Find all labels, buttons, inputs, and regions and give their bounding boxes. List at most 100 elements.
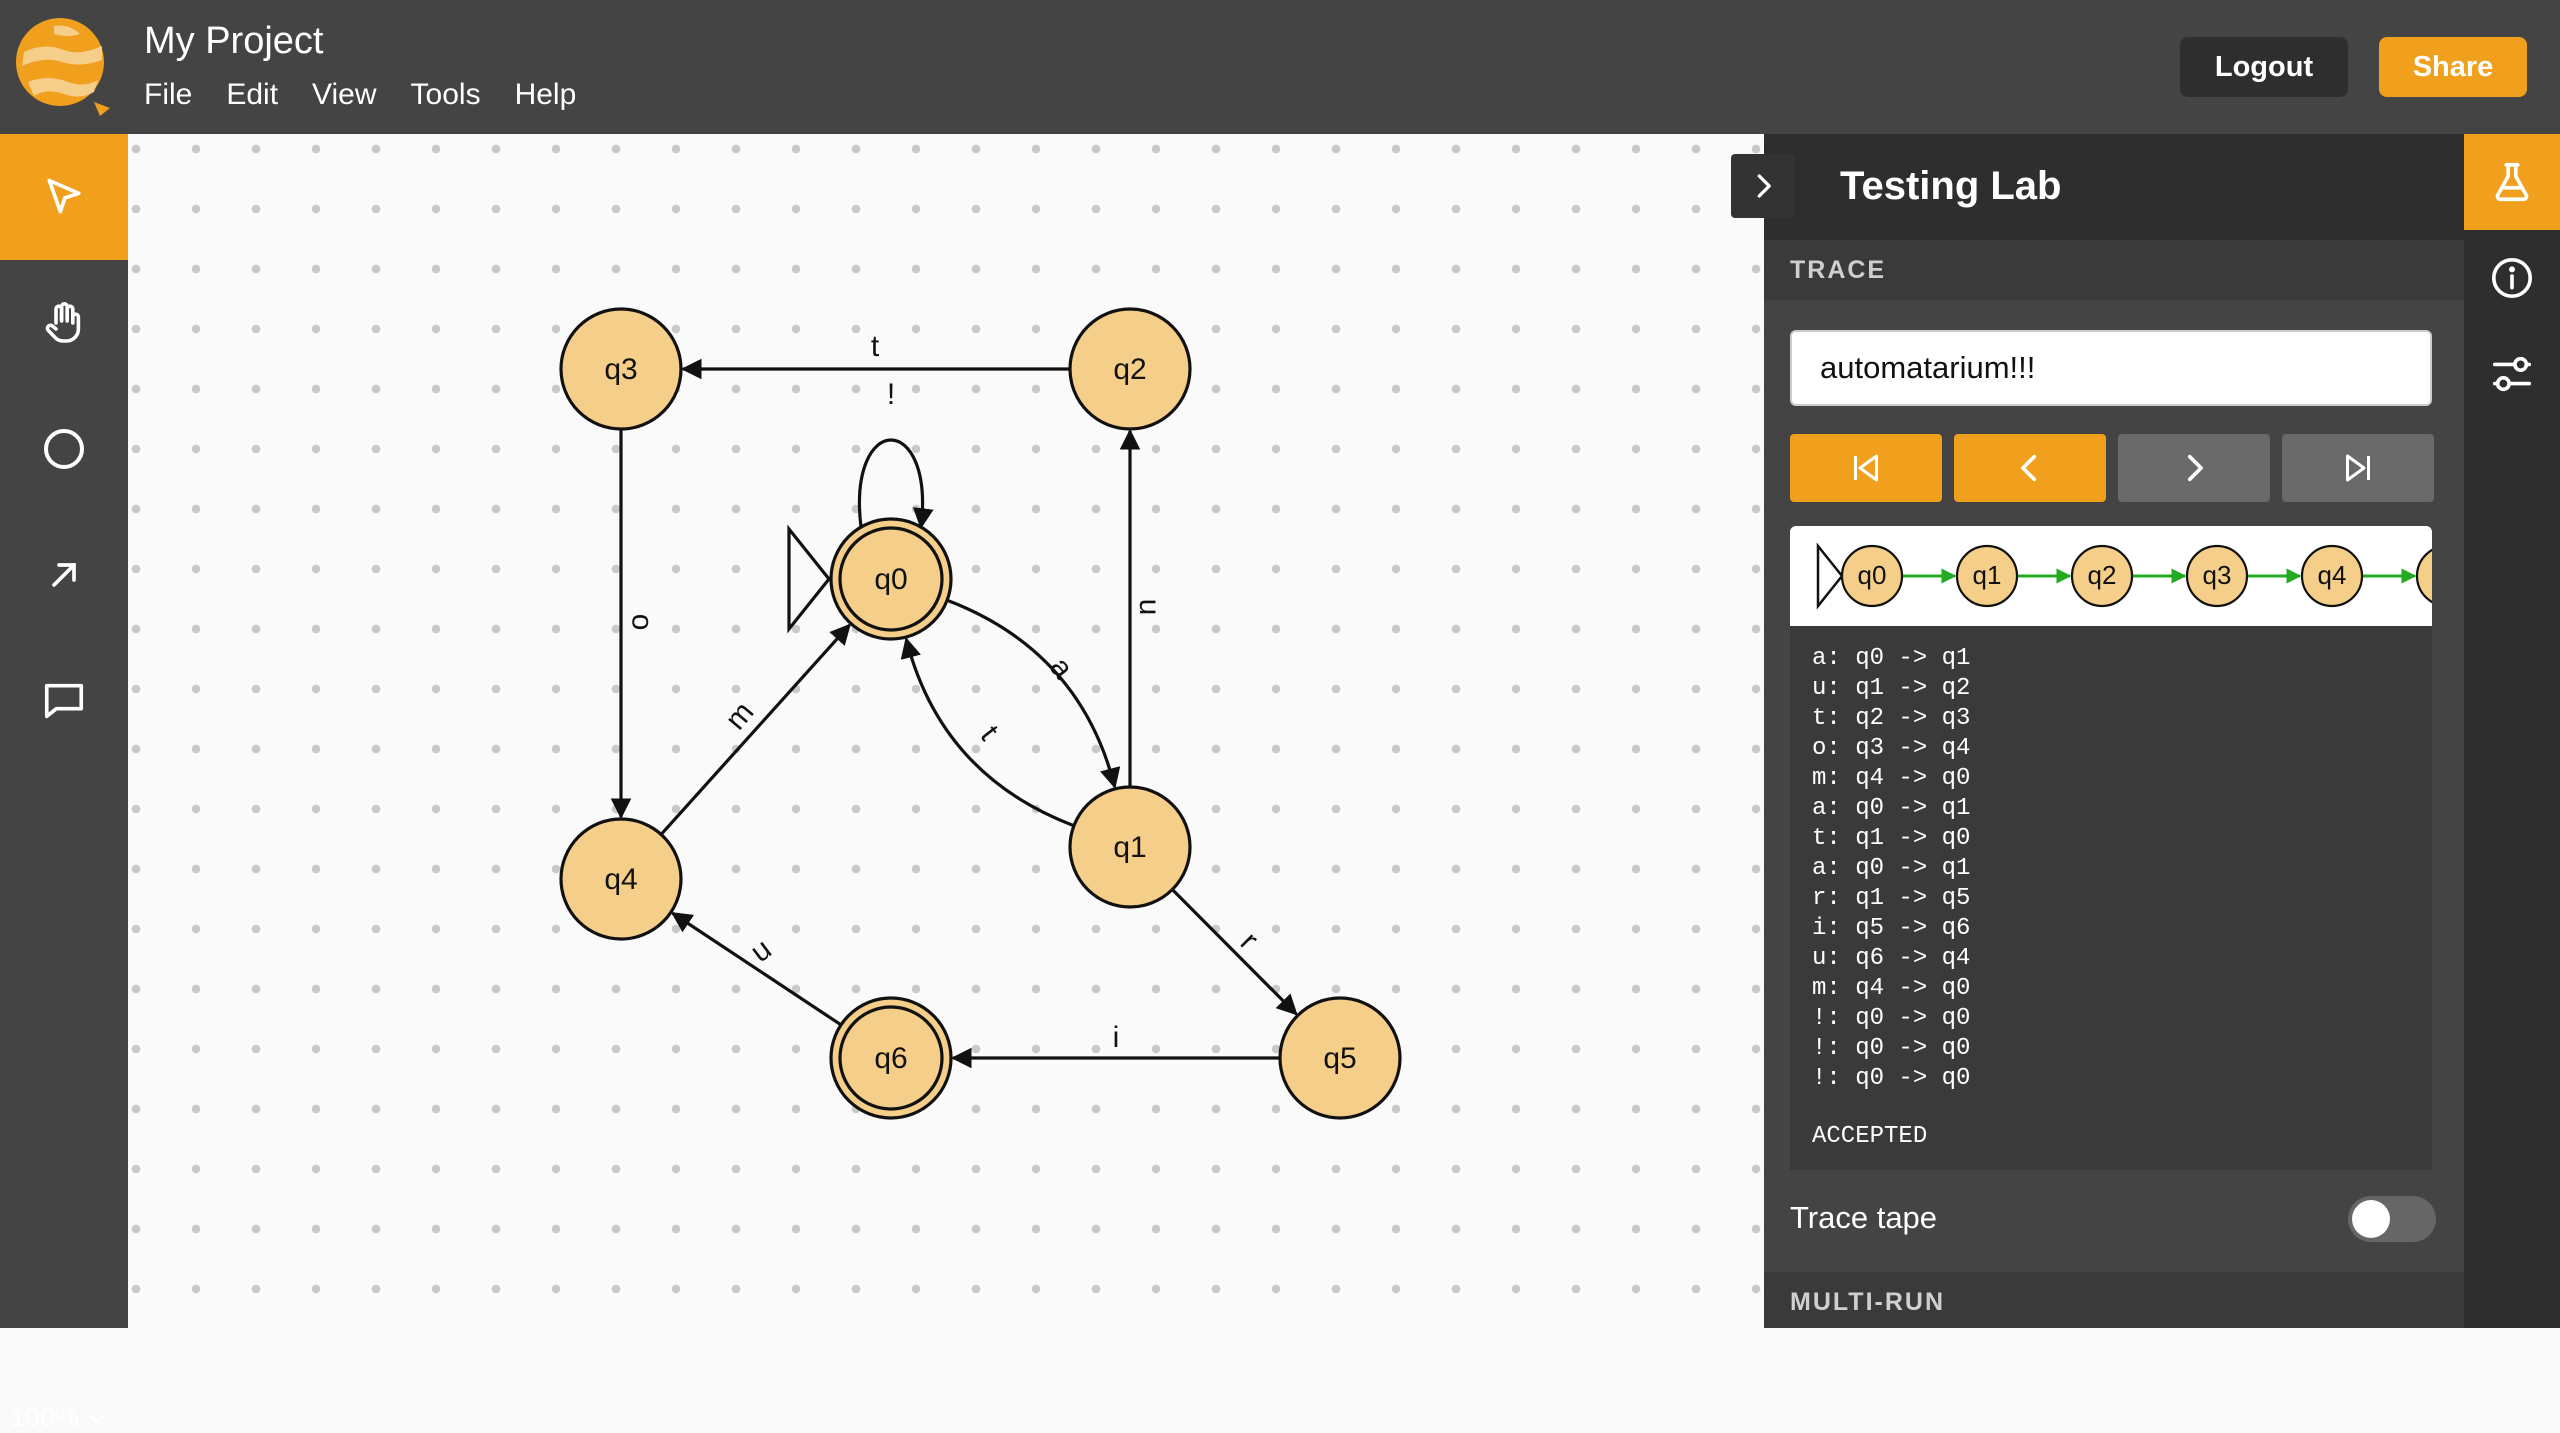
menu-view[interactable]: View: [312, 78, 377, 111]
trace-step: !: q0 -> q0: [1812, 1005, 1971, 1032]
trace-strip-state: q4: [2300, 544, 2364, 608]
menu-file[interactable]: File: [144, 78, 193, 111]
trace-step: u: q1 -> q2: [1812, 675, 1971, 702]
trace-step: i: q5 -> q6: [1812, 915, 1971, 942]
trace-result: ACCEPTED: [1812, 1123, 1928, 1150]
skip-start-button[interactable]: [1790, 434, 1942, 502]
flask-icon: [2495, 162, 2529, 202]
menu-help[interactable]: Help: [514, 78, 577, 111]
state-label: q4: [604, 863, 637, 896]
transition-label[interactable]: t: [871, 330, 880, 363]
transition-q1-q5[interactable]: [1171, 888, 1298, 1016]
menu-tools[interactable]: Tools: [410, 78, 481, 111]
share-button[interactable]: Share: [2379, 37, 2527, 97]
cursor-tool-button[interactable]: [0, 134, 128, 260]
trace-strip-label: q3: [2203, 560, 2232, 590]
trace-step: t: q1 -> q0: [1812, 825, 1971, 852]
panel-header: Testing Lab: [1764, 134, 2464, 240]
transition-label[interactable]: !: [887, 378, 895, 411]
trace-strip-state: q0: [1840, 544, 1904, 608]
transition-q6-q4[interactable]: [670, 911, 842, 1027]
testing-lab-panel: Testing Lab TRACE q0 q1 q2 q3 q4 q0 a: q0 -> …: [1764, 134, 2464, 1328]
panel-rail: [2464, 134, 2560, 1328]
state-q1[interactable]: q1: [1068, 785, 1192, 909]
trace-strip-label: q1: [1973, 560, 2002, 590]
transition-q0-q0[interactable]: [857, 438, 934, 530]
state-q6[interactable]: q6: [829, 996, 953, 1120]
trace-strip-label: q0: [1858, 560, 1887, 590]
trace-input[interactable]: [1790, 330, 2432, 406]
trace-strip-state: q0: [2415, 548, 2432, 604]
state-tool-button[interactable]: [0, 386, 128, 512]
trace-step: r: q1 -> q5: [1812, 885, 1971, 912]
transition-tool-button[interactable]: [0, 512, 128, 638]
trace-section-header: TRACE: [1764, 240, 2464, 300]
settings-tab[interactable]: [2464, 326, 2560, 422]
trace-strip-state: q2: [2070, 544, 2134, 608]
skip-end-button[interactable]: [2282, 434, 2434, 502]
transition-label[interactable]: r: [1234, 926, 1264, 956]
trace-tape-label: Trace tape: [1790, 1200, 1938, 1235]
state-q5[interactable]: q5: [1278, 996, 1402, 1120]
hand-icon: [45, 302, 81, 343]
transition-label[interactable]: t: [974, 720, 1006, 747]
logo-icon: [16, 18, 110, 116]
logout-button[interactable]: Logout: [2180, 37, 2348, 97]
toggle-knob: [2352, 1200, 2390, 1238]
app-header: My Project File Edit View Tools Help Log…: [0, 0, 2560, 134]
multi-run-section-header[interactable]: MULTI-RUN: [1764, 1272, 2464, 1328]
state-q0[interactable]: q0: [787, 517, 953, 641]
trace-step: a: q0 -> q1: [1812, 645, 1971, 672]
transition-q1-q0[interactable]: [900, 637, 1075, 828]
transition-label[interactable]: i: [1113, 1021, 1120, 1054]
initial-state-arrow: [787, 524, 832, 634]
trace-tape-toggle[interactable]: [2348, 1196, 2436, 1242]
trace-step: m: q4 -> q0: [1812, 975, 1971, 1002]
info-icon: [2491, 257, 2533, 299]
step-back-icon: [2021, 454, 2037, 482]
trace-step: t: q2 -> q3: [1812, 705, 1971, 732]
comment-tool-button[interactable]: [0, 638, 128, 764]
transition-q4-q0[interactable]: [659, 623, 851, 836]
transition-q0-q1[interactable]: [946, 598, 1121, 789]
testing-lab-tab[interactable]: [2464, 134, 2560, 230]
zoom-dropdown[interactable]: 100%: [10, 1402, 107, 1433]
trace-strip-label: q4: [2318, 560, 2347, 590]
info-tab[interactable]: [2464, 230, 2560, 326]
step-forward-icon: [2187, 454, 2203, 482]
trace-step: u: q6 -> q4: [1812, 945, 1971, 972]
menu-bar: File Edit View Tools Help: [144, 78, 576, 112]
trace-strip-state: q1: [1955, 544, 2019, 608]
trace-step: a: q0 -> q1: [1812, 855, 1971, 882]
comment-icon: [44, 683, 84, 719]
circle-icon: [44, 429, 84, 469]
collapse-panel-button[interactable]: [1731, 154, 1795, 218]
initial-state-marker: [1816, 542, 1844, 610]
multi-run-section-label: MULTI-RUN: [1790, 1288, 1945, 1316]
state-q2[interactable]: q2: [1068, 307, 1192, 431]
cursor-icon: [47, 178, 81, 214]
trace-step: m: q4 -> q0: [1812, 765, 1971, 792]
zoom-level: 100%: [10, 1402, 80, 1432]
step-back-button[interactable]: [1954, 434, 2106, 502]
skip-start-icon: [1854, 454, 1878, 482]
state-q4[interactable]: q4: [559, 817, 683, 941]
hand-tool-button[interactable]: [0, 260, 128, 386]
state-label: q5: [1323, 1042, 1356, 1075]
trace-step: !: q0 -> q0: [1812, 1065, 1971, 1092]
panel-title: Testing Lab: [1840, 164, 2062, 208]
step-forward-button[interactable]: [2118, 434, 2270, 502]
trace-strip-label: q2: [2088, 560, 2117, 590]
skip-end-icon: [2346, 454, 2370, 482]
transition-label[interactable]: u: [1133, 599, 1166, 616]
transition-label[interactable]: o: [622, 614, 655, 631]
settings-sliders-icon: [2492, 356, 2532, 392]
project-title[interactable]: My Project: [144, 20, 324, 62]
state-q3[interactable]: q3: [559, 307, 683, 431]
chevron-down-icon: [88, 1414, 105, 1424]
state-label: q6: [874, 1042, 907, 1075]
menu-edit[interactable]: Edit: [226, 78, 279, 111]
